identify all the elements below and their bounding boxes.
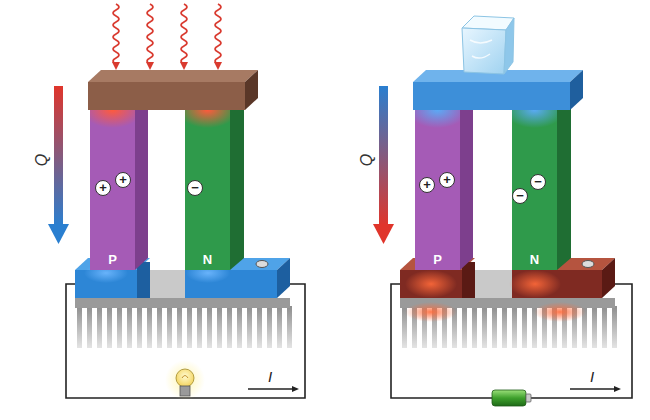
leg-label: N bbox=[512, 252, 557, 267]
leg-label: P bbox=[415, 252, 460, 267]
charge-symbol: − bbox=[530, 174, 546, 190]
heat-flow-label: Q bbox=[33, 154, 51, 166]
leg-label: P bbox=[90, 252, 135, 267]
charge-symbol: + bbox=[115, 172, 131, 188]
charge-symbol: − bbox=[187, 180, 203, 196]
charge-symbol: + bbox=[95, 180, 111, 196]
heat-flow-label: Q bbox=[358, 154, 376, 166]
charge-symbol: + bbox=[419, 177, 435, 193]
charge-symbol: + bbox=[439, 172, 455, 188]
current-label: I bbox=[590, 368, 594, 385]
leg-label: N bbox=[185, 252, 230, 267]
charge-symbol: − bbox=[512, 188, 528, 204]
current-label: I bbox=[268, 368, 272, 385]
